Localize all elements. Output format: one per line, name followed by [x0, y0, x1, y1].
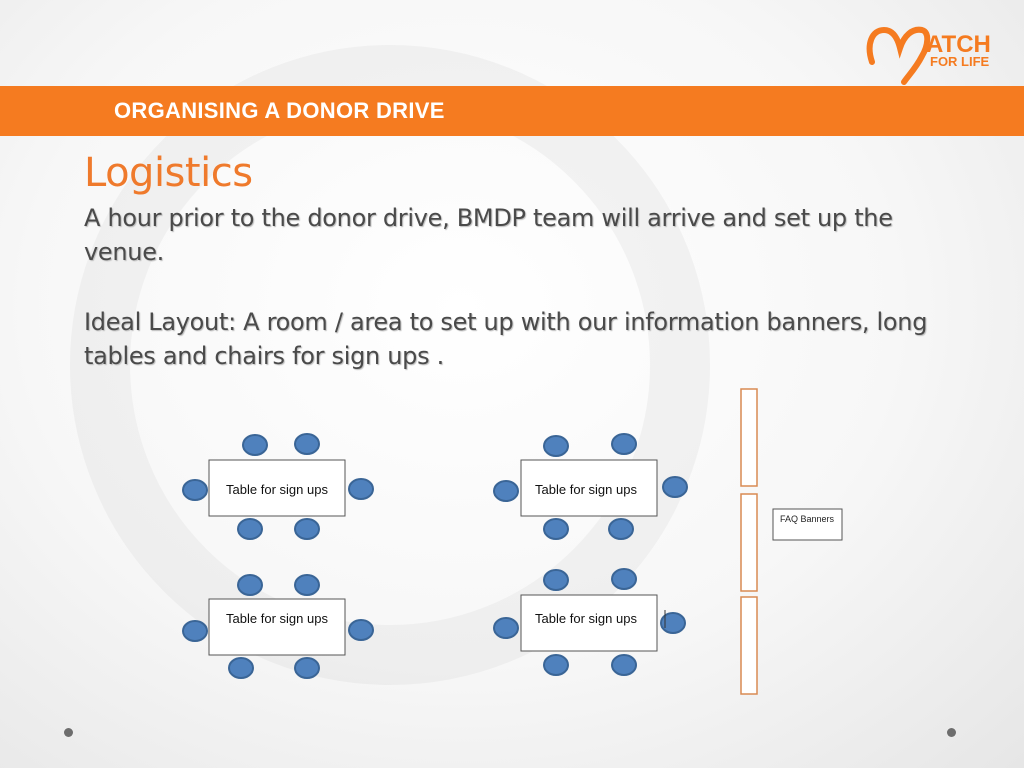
chair — [662, 476, 688, 498]
logo-line1: ATCH — [926, 31, 991, 58]
table-label: Table for sign ups — [535, 611, 637, 626]
nav-dot-left — [64, 728, 73, 737]
chair — [348, 619, 374, 641]
chair — [543, 569, 569, 591]
table-label: Table for sign ups — [226, 611, 328, 626]
paragraph-setup: A hour prior to the donor drive, BMDP te… — [84, 204, 893, 266]
chair — [237, 574, 263, 596]
faq-banners-label: FAQ Banners — [780, 514, 835, 524]
chair — [228, 657, 254, 679]
chair — [660, 612, 686, 634]
table-group-1: Table for sign ups — [182, 433, 374, 540]
nav-dot-right — [947, 728, 956, 737]
chair — [294, 433, 320, 455]
section-title: ORGANISING A DONOR DRIVE — [114, 98, 445, 123]
table-group-2: Table for sign ups — [493, 433, 688, 540]
section-banner: ORGANISING A DONOR DRIVE — [0, 86, 1024, 136]
sign-up-table — [208, 459, 346, 517]
chair — [611, 568, 637, 590]
faq-banners-box — [772, 508, 843, 541]
banner-panels — [740, 388, 758, 695]
chair — [493, 480, 519, 502]
table-label: Table for sign ups — [535, 482, 637, 497]
chair — [543, 518, 569, 540]
logo-heart-icon — [866, 26, 931, 85]
chair — [608, 518, 634, 540]
banner-panel — [740, 493, 758, 592]
chair — [294, 518, 320, 540]
chair — [294, 657, 320, 679]
match-for-life-logo: ATCH FOR LIFE — [866, 26, 991, 85]
chair — [611, 433, 637, 455]
chair — [493, 617, 519, 639]
chair — [237, 518, 263, 540]
banner-panel — [740, 388, 758, 487]
chair — [294, 574, 320, 596]
table-group-4: Table for sign ups — [493, 568, 686, 676]
chair — [182, 620, 208, 642]
sign-up-table — [520, 594, 658, 652]
logo-line2: FOR LIFE — [930, 54, 990, 69]
chair — [348, 478, 374, 500]
slide-heading: Logistics — [84, 150, 253, 196]
banner-panel — [740, 596, 758, 695]
paragraph-ideal-layout: Ideal Layout: A room / area to set up wi… — [84, 308, 928, 370]
sign-up-table — [208, 598, 346, 656]
chair — [242, 434, 268, 456]
table-group-3: Table for sign ups — [182, 574, 374, 679]
table-label: Table for sign ups — [226, 482, 328, 497]
chair — [543, 435, 569, 457]
faq-banners-callout: FAQ Banners — [772, 508, 843, 541]
chair — [611, 654, 637, 676]
sign-up-table — [520, 459, 658, 517]
chair — [543, 654, 569, 676]
chair — [182, 479, 208, 501]
